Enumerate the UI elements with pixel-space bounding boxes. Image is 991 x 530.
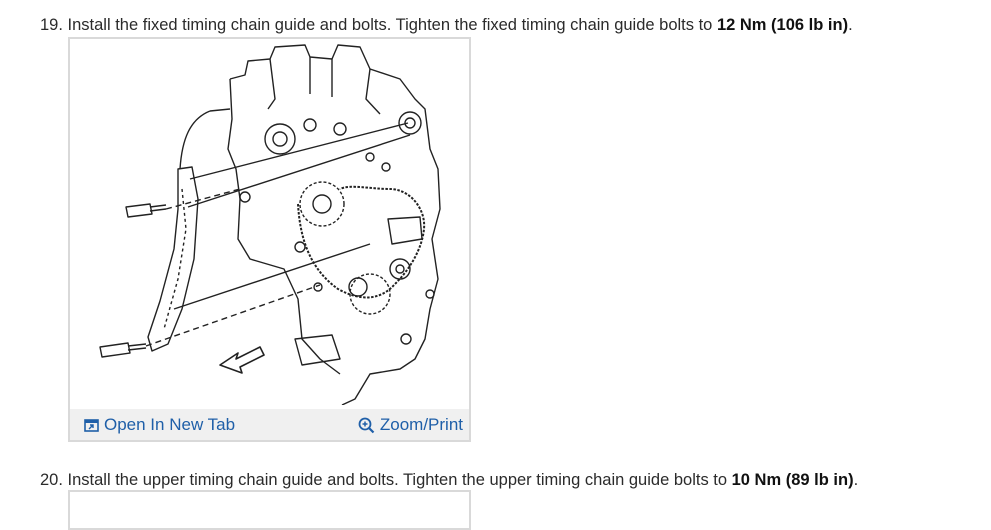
step-text-end: . <box>848 16 853 34</box>
figure-timing-chain-guide: Open In New Tab Zoom/Print <box>68 37 471 442</box>
open-in-new-tab-link[interactable]: Open In New Tab <box>84 415 235 435</box>
step-number: 19. <box>40 16 63 34</box>
step-19-instruction: 19. Install the fixed timing chain guide… <box>40 15 853 35</box>
torque-spec: 10 Nm (89 lb in) <box>731 471 854 489</box>
step-20-instruction: 20. Install the upper timing chain guide… <box>40 470 858 490</box>
figure-upper-timing-chain-guide <box>68 490 471 530</box>
zoom-icon <box>358 417 375 433</box>
step-text: Install the upper timing chain guide and… <box>67 471 732 489</box>
open-in-new-tab-label: Open In New Tab <box>104 415 236 434</box>
zoom-print-label: Zoom/Print <box>379 415 463 434</box>
open-new-tab-icon <box>84 418 99 432</box>
timing-chain-guide-illustration <box>99 44 441 405</box>
torque-spec: 12 Nm (106 lb in) <box>716 16 849 34</box>
step-text: Install the fixed timing chain guide and… <box>67 16 717 34</box>
step-number: 20. <box>40 471 63 489</box>
figure-action-bar: Open In New Tab Zoom/Print <box>70 409 469 440</box>
step-text-end: . <box>853 471 859 489</box>
zoom-print-link[interactable]: Zoom/Print <box>358 415 463 435</box>
